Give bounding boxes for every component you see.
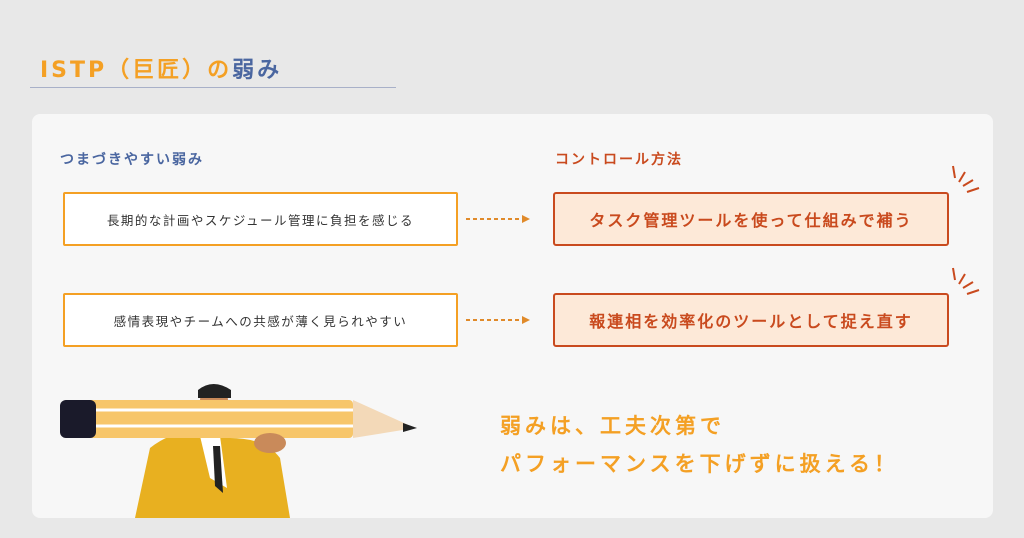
control-box: タスク管理ツールを使って仕組みで補う	[553, 192, 949, 246]
emphasis-lines-icon	[952, 267, 980, 295]
message-line-1: 弱みは、工夫次第で	[500, 414, 725, 438]
title-divider	[30, 87, 396, 88]
title-main: ISTP（巨匠）の	[40, 58, 233, 83]
control-heading: コントロール方法	[555, 152, 683, 168]
emphasis-lines-icon	[952, 165, 980, 193]
arrow-icon	[466, 215, 530, 223]
title-accent: 弱み	[232, 58, 283, 83]
weakness-box: 感情表現やチームへの共感が薄く見られやすい	[63, 293, 458, 347]
weakness-heading: つまづきやすい弱み	[60, 152, 204, 168]
arrow-icon	[466, 316, 530, 324]
message-line-2: パフォーマンスを下げずに扱える！	[500, 452, 899, 476]
weakness-box: 長期的な計画やスケジュール管理に負担を感じる	[63, 192, 458, 246]
control-box: 報連相を効率化のツールとして捉え直す	[553, 293, 949, 347]
page-title: ISTP（巨匠）の弱み	[40, 52, 282, 84]
man-with-pencil-illustration	[60, 384, 417, 518]
